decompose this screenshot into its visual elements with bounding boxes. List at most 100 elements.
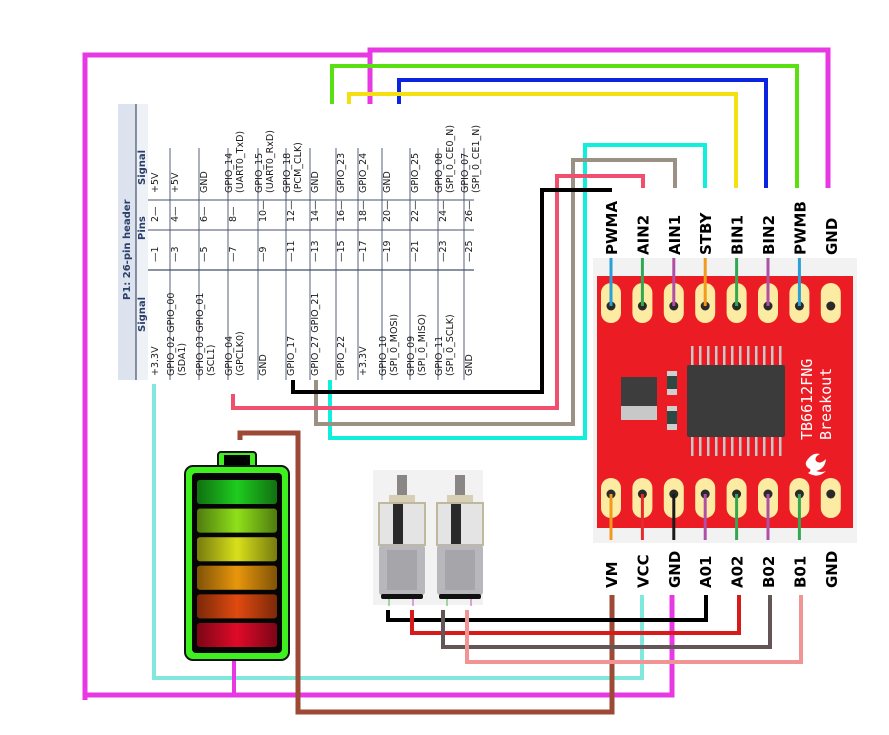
- gpio-header-table: P1: 26-pin header Signal Pins Signal +3.…: [118, 104, 482, 380]
- header-pin-odd: —15: [336, 240, 347, 262]
- wire: [231, 174, 645, 410]
- header-signal-right: GND: [382, 171, 393, 193]
- driver-ic: [687, 365, 785, 437]
- header-pin-even: 18—: [358, 200, 369, 222]
- pad-hole: [826, 301, 836, 311]
- ic-leg: [715, 346, 718, 366]
- ic-leg: [747, 436, 750, 456]
- ic-leg: [779, 346, 782, 366]
- header-colhead-band: [136, 104, 148, 380]
- pin-label-bottom: GND: [823, 551, 841, 588]
- motor-endcap: [439, 594, 481, 599]
- header-signal-right: GPIO_08: [434, 153, 445, 193]
- capacitor-body: [667, 411, 677, 424]
- ic-leg: [739, 346, 742, 366]
- wire: [291, 188, 612, 394]
- header-signal-left: +3.3V: [358, 346, 369, 376]
- header-pin-odd: —17: [358, 240, 369, 262]
- header-signal-right: (UART0_RxD): [265, 130, 276, 193]
- ic-leg: [763, 346, 766, 366]
- pin-label-bottom: VCC: [634, 554, 652, 588]
- header-col-signal-right: Signal: [137, 150, 148, 185]
- ic-leg: [699, 436, 702, 456]
- battery-segment-shade: [197, 480, 277, 504]
- ic-leg: [707, 436, 710, 456]
- wire: [410, 595, 741, 635]
- pin-label-top: BIN2: [760, 215, 778, 255]
- header-pin-even: 26—: [464, 200, 475, 222]
- header-pin-odd: —25: [464, 240, 475, 262]
- header-signal-left: GPIO_09: [406, 336, 417, 376]
- pin-label-top: PWMB: [791, 201, 809, 255]
- ic-leg: [715, 436, 718, 456]
- pad-hole: [826, 489, 836, 499]
- header-signal-right: GPIO_18: [282, 153, 293, 193]
- header-col-signal-left: Signal: [137, 297, 148, 332]
- pin-label-bottom: B02: [760, 556, 778, 588]
- header-signal-right: GPIO_24: [358, 153, 369, 193]
- wire: [237, 430, 615, 715]
- header-title: P1: 26-pin header: [122, 199, 133, 300]
- header-col-pins: Pins: [137, 216, 148, 240]
- header-signal-right: (SPI_0_CE0_N): [445, 125, 456, 193]
- ic-leg: [723, 346, 726, 366]
- header-pin-odd: —3: [170, 246, 181, 262]
- header-signal-left: (SPI_0_MOSI): [389, 314, 400, 376]
- header-signal-left: (GPCLK0): [235, 331, 246, 376]
- pin-label-bottom: B01: [791, 556, 809, 588]
- motor-gearbox-shadow: [451, 504, 461, 544]
- header-signal-right: (SPI_0_CE1_N): [471, 125, 482, 193]
- battery-segment-shade: [197, 623, 277, 647]
- header-signal-right: GPIO_25: [410, 153, 421, 193]
- header-signal-left: (SPI_0_MISO): [417, 314, 428, 376]
- header-pin-odd: —7: [228, 246, 239, 262]
- header-signal-left: (SDA1): [177, 343, 188, 376]
- wire: [367, 47, 831, 188]
- motor-shaft: [397, 475, 407, 497]
- battery-segment-shade: [197, 594, 277, 619]
- header-pin-even: 22—: [410, 200, 421, 222]
- ic-leg: [739, 436, 742, 456]
- wire: [441, 595, 772, 649]
- ic-leg: [731, 436, 734, 456]
- header-signal-left: GPIO_02 GPIO_00: [166, 293, 177, 376]
- battery-segment-shade: [197, 508, 277, 533]
- ic-leg: [771, 436, 774, 456]
- ic-leg: [763, 436, 766, 456]
- header-pin-even: 16—: [336, 200, 347, 222]
- header-signal-left: GPIO_04: [224, 336, 235, 376]
- header-signal-right: (UART0_TxD): [235, 131, 246, 193]
- header-signal-left: GND: [258, 354, 269, 376]
- wire: [330, 64, 799, 188]
- ic-leg: [779, 436, 782, 456]
- battery: [184, 451, 290, 661]
- header-signal-right: GPIO_07: [460, 153, 471, 193]
- motor-can-face: [387, 550, 417, 590]
- pin-label-bottom: A02: [729, 556, 747, 588]
- header-pin-even: 4—: [170, 206, 181, 222]
- ic-leg: [755, 436, 758, 456]
- header-title-band: [118, 104, 136, 380]
- header-table-bg: [118, 104, 474, 380]
- ic-leg: [755, 346, 758, 366]
- ic-leg: [771, 346, 774, 366]
- header-pin-even: 24—: [438, 200, 449, 222]
- motor-gearbox-shadow: [393, 504, 403, 544]
- ic-leg: [699, 346, 702, 366]
- header-signal-right: GPIO_23: [336, 153, 347, 193]
- header-pin-odd: —23: [438, 240, 449, 262]
- battery-segment-shade: [197, 565, 277, 590]
- ic-leg: [747, 346, 750, 366]
- wire: [347, 92, 738, 188]
- header-pin-even: 14—: [310, 200, 321, 222]
- ic-leg: [731, 346, 734, 366]
- ic-leg: [707, 346, 710, 366]
- header-signal-right: +5V: [170, 172, 181, 193]
- motors: [373, 470, 484, 606]
- header-signal-right: GPIO_14: [224, 153, 235, 193]
- header-signal-left: GPIO_11: [434, 336, 445, 376]
- wire: [465, 595, 803, 664]
- pin-label-bottom: GND: [666, 551, 684, 588]
- header-signal-right: GND: [310, 171, 321, 193]
